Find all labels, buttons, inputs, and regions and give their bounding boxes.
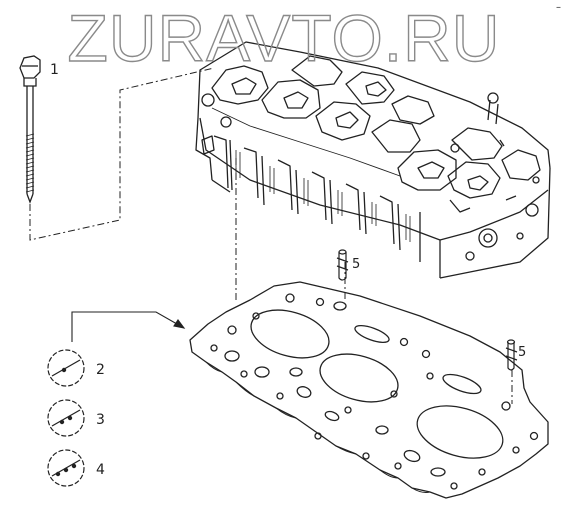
gasket-variant-a bbox=[47, 349, 85, 387]
gasket-variant-b bbox=[47, 399, 85, 437]
alignment-lines bbox=[29, 67, 513, 404]
head-gasket bbox=[189, 281, 549, 499]
watermark: ZURAVTO.RU bbox=[68, 1, 501, 75]
dowel-front bbox=[505, 339, 518, 371]
callout-label-variant-c: 4 bbox=[96, 462, 105, 478]
callout-label-bolt: 1 bbox=[50, 62, 59, 78]
gasket-variant-c bbox=[47, 449, 85, 487]
callout-label-variant-b: 3 bbox=[96, 412, 105, 428]
callout-label-variant-a: 2 bbox=[96, 362, 105, 378]
head-bolt bbox=[19, 55, 41, 204]
cylinder-head bbox=[195, 41, 551, 279]
corner-mark: – bbox=[556, 2, 561, 13]
dowel-rear bbox=[336, 249, 349, 281]
callout-label-dowel-rear: 5 bbox=[352, 257, 360, 272]
gasket-leader bbox=[71, 311, 186, 342]
callout-label-dowel-front: 5 bbox=[518, 345, 526, 360]
